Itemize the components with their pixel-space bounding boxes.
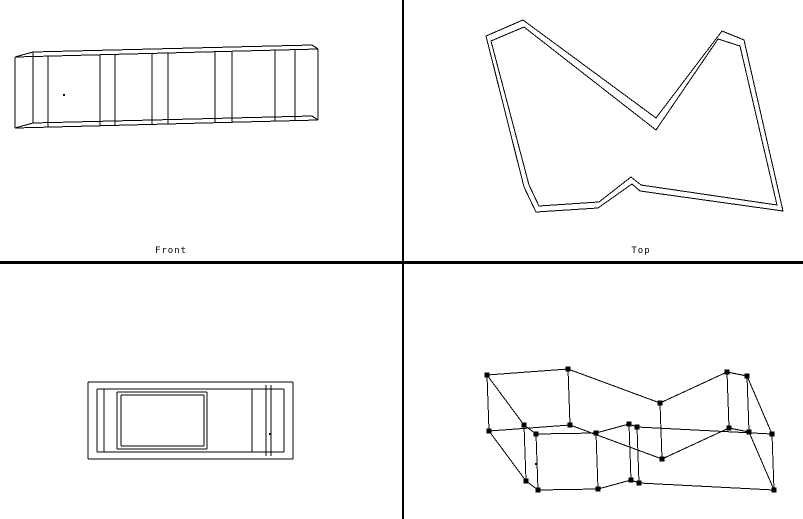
vertical-edge[interactable] bbox=[659, 402, 663, 460]
perspective-viewport[interactable] bbox=[404, 264, 803, 519]
front-wireframe-edge[interactable] bbox=[14, 48, 319, 58]
vertex-marker[interactable] bbox=[657, 400, 663, 406]
top-viewport-canvas bbox=[485, 19, 784, 213]
front-wireframe-edge[interactable] bbox=[14, 119, 319, 129]
vertex-marker[interactable] bbox=[744, 373, 750, 379]
vertex-marker[interactable] bbox=[533, 431, 539, 437]
viewport-divider-vertical bbox=[402, 0, 404, 519]
front-wireframe-edge[interactable] bbox=[311, 115, 319, 121]
vertex-marker[interactable] bbox=[484, 372, 490, 378]
front-wireframe-edge[interactable] bbox=[32, 44, 313, 53]
vertical-edge[interactable] bbox=[628, 423, 632, 481]
top-viewport[interactable]: Top bbox=[404, 0, 803, 261]
vertical-edge[interactable] bbox=[535, 433, 539, 491]
vertex-marker[interactable] bbox=[771, 487, 777, 493]
vertex-marker[interactable] bbox=[535, 487, 541, 493]
vertical-edge[interactable] bbox=[746, 375, 750, 433]
pivot-dot bbox=[535, 463, 537, 465]
front-view-label: Front bbox=[154, 246, 188, 256]
vertical-edge[interactable] bbox=[595, 432, 599, 490]
pivot-dot bbox=[63, 94, 65, 96]
vertex-marker[interactable] bbox=[523, 478, 529, 484]
vertex-marker[interactable] bbox=[634, 424, 640, 430]
front-wireframe-edge[interactable] bbox=[311, 44, 319, 50]
perspective-viewport-canvas bbox=[484, 366, 777, 493]
vertex-marker[interactable] bbox=[593, 430, 599, 436]
vertex-marker[interactable] bbox=[659, 456, 665, 462]
top-outline-outer[interactable] bbox=[485, 19, 784, 213]
top-view-label: Top bbox=[631, 246, 651, 256]
vertical-edge[interactable] bbox=[523, 424, 527, 482]
vertical-edge[interactable] bbox=[567, 368, 571, 426]
vertex-marker[interactable] bbox=[567, 422, 573, 428]
pivot-dot bbox=[269, 433, 271, 435]
vertex-marker[interactable] bbox=[726, 425, 732, 431]
viewport-divider-horizontal bbox=[0, 261, 803, 264]
vertex-marker[interactable] bbox=[565, 366, 571, 372]
front-viewport-canvas bbox=[14, 44, 319, 129]
vertex-marker[interactable] bbox=[636, 480, 642, 486]
top-outline-inner[interactable] bbox=[490, 26, 778, 207]
vertex-marker[interactable] bbox=[724, 369, 730, 375]
vertex-marker[interactable] bbox=[486, 428, 492, 434]
vertex-marker[interactable] bbox=[595, 486, 601, 492]
vertex-marker[interactable] bbox=[628, 477, 634, 483]
front-wireframe-edge[interactable] bbox=[14, 122, 34, 129]
vertex-marker[interactable] bbox=[769, 431, 775, 437]
front-viewport[interactable]: Front bbox=[0, 0, 402, 261]
front-wireframe-edge[interactable] bbox=[32, 115, 313, 124]
vertical-edge[interactable] bbox=[726, 371, 730, 429]
vertex-marker[interactable] bbox=[521, 422, 527, 428]
vertical-edge[interactable] bbox=[771, 433, 775, 491]
side-viewport[interactable] bbox=[0, 264, 402, 519]
vertical-edge[interactable] bbox=[486, 374, 490, 432]
front-wireframe-edge[interactable] bbox=[14, 51, 34, 58]
vertical-edge[interactable] bbox=[636, 426, 640, 484]
vertex-marker[interactable] bbox=[746, 429, 752, 435]
side-viewport-canvas bbox=[87, 381, 294, 460]
vertex-marker[interactable] bbox=[626, 421, 632, 427]
